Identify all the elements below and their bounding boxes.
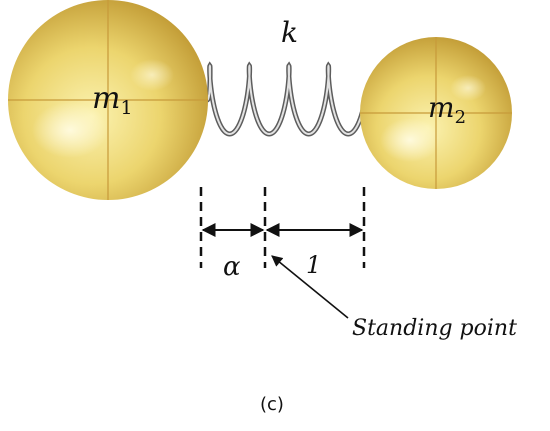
spring-coil-inner <box>206 64 370 136</box>
figure-caption: (c) <box>260 394 284 415</box>
mass-2-sphere <box>360 37 512 189</box>
mass-2-label: m2 <box>428 91 466 128</box>
spring-constant-label: k <box>281 16 298 49</box>
standing-point-label: Standing point <box>352 316 517 341</box>
mass-1-label: m1 <box>92 81 133 119</box>
mass-1-sphere <box>8 0 208 200</box>
spring-coil-outer <box>204 61 371 137</box>
unit-length-label: 1 <box>306 251 321 279</box>
alpha-label: α <box>223 252 241 282</box>
standing-point-pointer-arrow <box>271 255 349 319</box>
spring <box>204 61 371 137</box>
